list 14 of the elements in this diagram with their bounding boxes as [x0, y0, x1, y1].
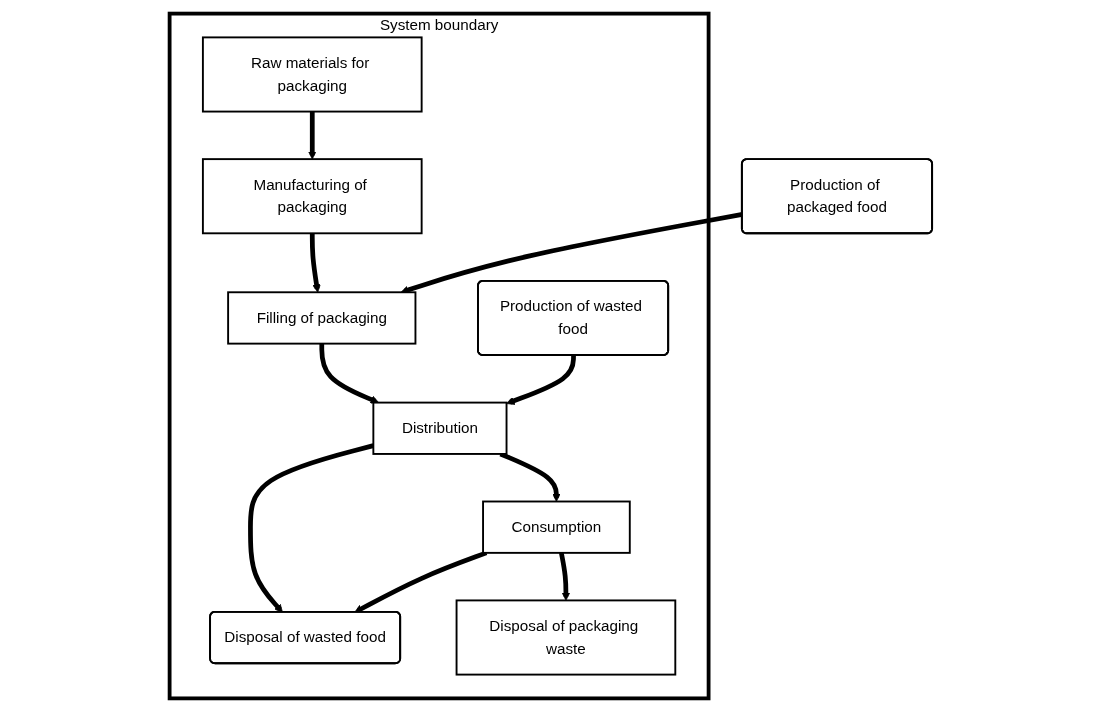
node-box: Disposal of packaging waste [455, 598, 676, 676]
arrow [247, 442, 374, 613]
node-box: Distribution [372, 401, 508, 455]
node-box: Raw materials for packaging [201, 35, 423, 112]
arrow [505, 354, 576, 405]
node-box: Manufacturing of packaging [201, 157, 423, 234]
arrow [319, 343, 379, 404]
arrow [307, 111, 317, 159]
node-box: Filling of packaging [226, 290, 417, 345]
arrow [558, 551, 570, 601]
arrow [309, 232, 321, 293]
arrow [354, 550, 487, 613]
arrow [499, 451, 561, 502]
node-box: Consumption [481, 500, 631, 554]
